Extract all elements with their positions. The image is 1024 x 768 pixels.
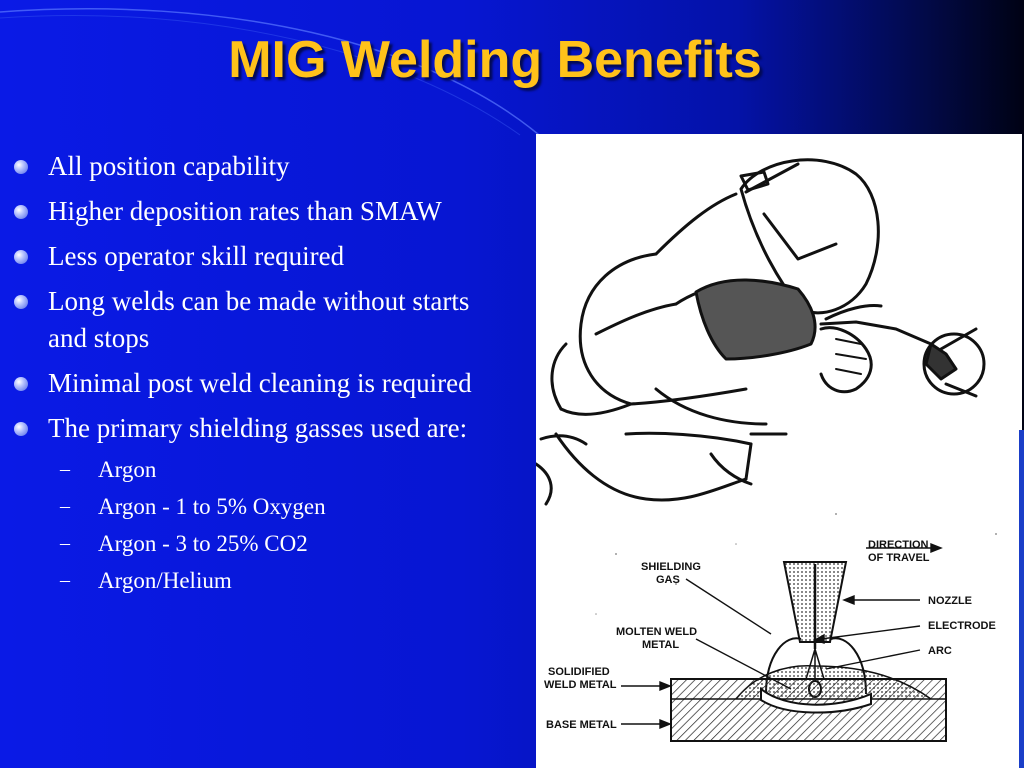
bullet-dot-icon xyxy=(14,377,28,391)
bullet-text: All position capability xyxy=(48,151,290,181)
welder-sketch xyxy=(536,158,986,506)
dash-icon: – xyxy=(60,495,70,517)
sub-bullet-list: – Argon – Argon - 1 to 5% Oxygen – Argon … xyxy=(48,451,504,599)
label-solidified-weld-metal: SOLIDIFIED xyxy=(548,666,610,678)
welding-illustration-svg: SHIELDING GAS DIRECTION OF TRAVEL NOZZLE… xyxy=(536,158,997,742)
weld-cross-section xyxy=(670,561,947,742)
dash-icon: – xyxy=(60,532,70,554)
dash-icon: – xyxy=(60,458,70,480)
bullet-item: Less operator skill required xyxy=(14,238,504,275)
label-shielding-gas: GAS xyxy=(656,574,680,586)
sub-bullet-item: – Argon - 3 to 25% CO2 xyxy=(14,525,504,562)
bullet-item: All position capability xyxy=(14,148,504,185)
label-base-metal: BASE METAL xyxy=(546,719,617,731)
edge-strip xyxy=(1019,430,1024,768)
sub-bullet-item: – Argon xyxy=(14,451,504,488)
bullet-dot-icon xyxy=(14,250,28,264)
label-direction-of-travel: OF TRAVEL xyxy=(868,552,930,564)
dash-icon: – xyxy=(60,569,70,591)
bullet-text: Less operator skill required xyxy=(48,241,345,271)
slide-title: MIG Welding Benefits xyxy=(228,31,762,89)
sub-bullet-text: Argon - 1 to 5% Oxygen xyxy=(98,494,326,519)
label-arc: ARC xyxy=(928,645,952,657)
bullet-item: Higher deposition rates than SMAW xyxy=(14,193,504,230)
welding-illustration: SHIELDING GAS DIRECTION OF TRAVEL NOZZLE… xyxy=(536,134,1022,768)
label-molten-weld-metal: MOLTEN WELD xyxy=(616,626,697,638)
sub-bullet-item: – Argon/Helium xyxy=(14,562,504,599)
bullet-item: The primary shielding gasses used are: –… xyxy=(14,410,504,599)
bullet-text: Higher deposition rates than SMAW xyxy=(48,196,442,226)
bullet-text: Long welds can be made without starts an… xyxy=(48,286,470,353)
leader-lines xyxy=(621,542,943,730)
sub-bullet-item: – Argon - 1 to 5% Oxygen xyxy=(14,488,504,525)
bullet-dot-icon xyxy=(14,205,28,219)
label-nozzle: NOZZLE xyxy=(928,595,972,607)
label-direction-of-travel: DIRECTION xyxy=(868,539,929,551)
label-solidified-weld-metal: WELD METAL xyxy=(544,679,617,691)
bullet-dot-icon xyxy=(14,160,28,174)
bullet-dot-icon xyxy=(14,422,28,436)
sub-bullet-text: Argon/Helium xyxy=(98,568,232,593)
bullet-text: Minimal post weld cleaning is required xyxy=(48,368,472,398)
label-molten-weld-metal: METAL xyxy=(642,639,679,651)
sub-bullet-text: Argon xyxy=(98,457,157,482)
bullet-item: Minimal post weld cleaning is required xyxy=(14,365,504,402)
bullet-dot-icon xyxy=(14,295,28,309)
bullet-item: Long welds can be made without starts an… xyxy=(14,283,504,357)
label-shielding-gas: SHIELDING xyxy=(641,561,701,573)
scan-speckles xyxy=(595,513,997,615)
label-electrode: ELECTRODE xyxy=(928,620,996,632)
sub-bullet-text: Argon - 3 to 25% CO2 xyxy=(98,531,308,556)
bullet-text: The primary shielding gasses used are: xyxy=(48,413,468,443)
bullet-list: All position capability Higher depositio… xyxy=(14,148,504,607)
